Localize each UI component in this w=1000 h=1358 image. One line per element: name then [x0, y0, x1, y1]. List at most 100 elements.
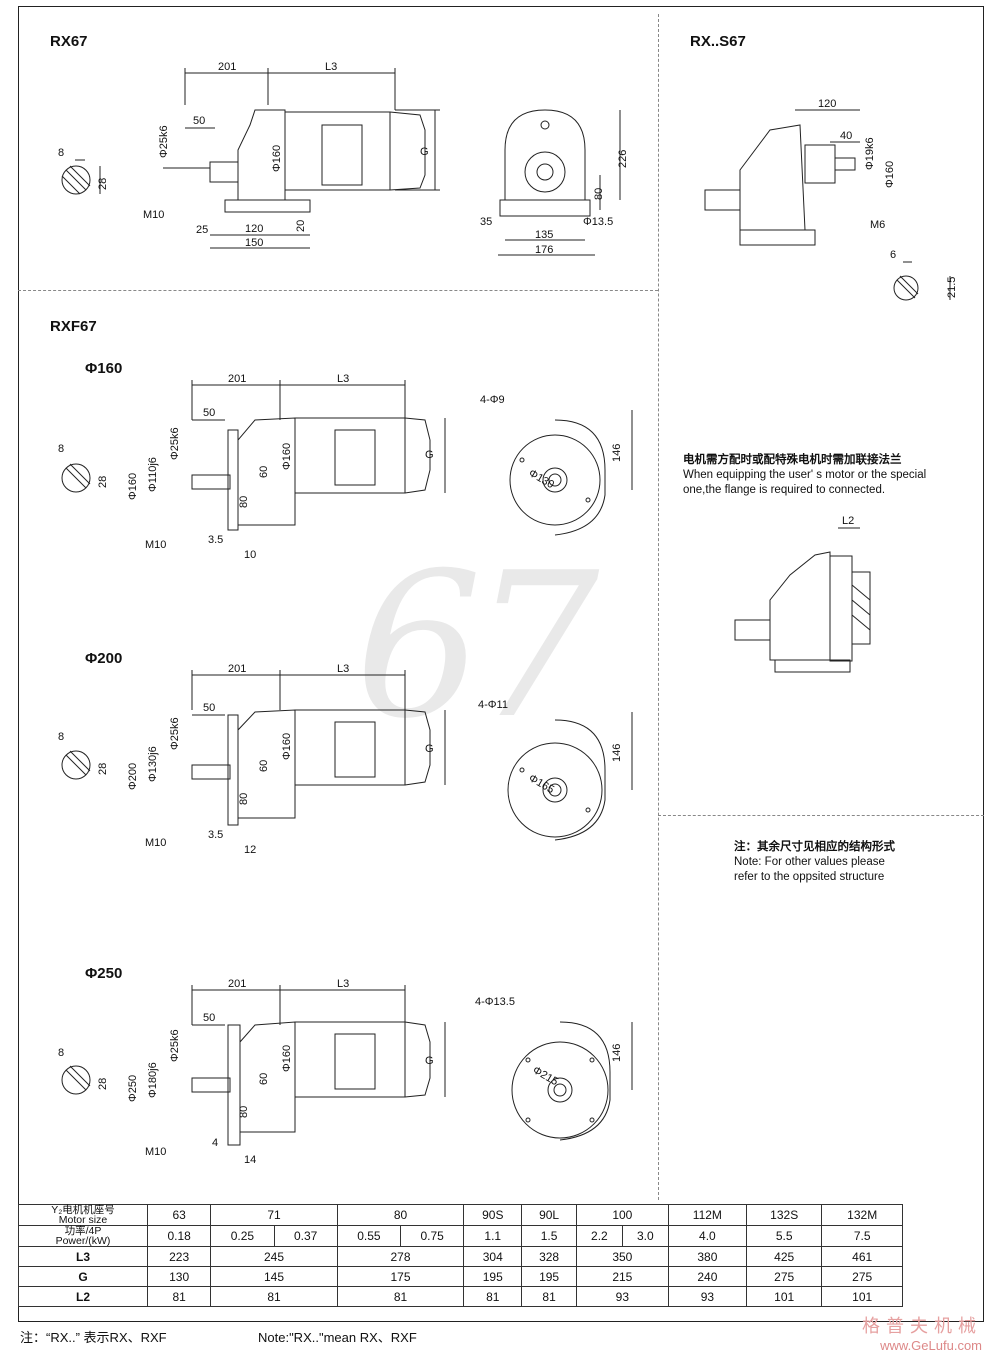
- table-cell: 195: [521, 1266, 577, 1287]
- table-cell: 81: [210, 1286, 338, 1307]
- f200-dim-G: G: [425, 743, 434, 755]
- f160-holes: 4-Φ9: [480, 394, 505, 406]
- table-cell: 81: [463, 1286, 523, 1307]
- f250-dim-G: G: [425, 1055, 434, 1067]
- table-row-L2: L2 81 81 81 81 81 93 93 101 101: [18, 1286, 903, 1307]
- f200-dim-201: 201: [228, 663, 246, 675]
- f160-shaft-8: 8: [58, 443, 64, 455]
- table-cell: 112M: [667, 1204, 748, 1226]
- f200-shaft-8: 8: [58, 731, 64, 743]
- f250-side-view: 201 L3 50 Φ25k6 Φ180j6 Φ250 Φ160 60 80 G…: [127, 978, 446, 1166]
- rx67-shaft-8: 8: [58, 147, 64, 159]
- f250-dim-phi250: Φ250: [127, 1075, 139, 1102]
- rx67-front-226: 226: [617, 150, 629, 168]
- motor-header-en: Motor size: [58, 1214, 108, 1226]
- other-note-en2: refer to the oppsited structure: [734, 871, 885, 883]
- flange-note-cn: 电机需方配时或配特殊电机时需加联接法兰: [683, 454, 902, 466]
- rxs67-shaft-6: 6: [890, 249, 896, 261]
- rx67-dim-160: Φ160: [271, 145, 283, 172]
- rx67-shaft-section: 8 28: [58, 147, 109, 195]
- f250-pcd: Φ215: [531, 1064, 561, 1088]
- table-cell: 130: [146, 1266, 212, 1287]
- f160-pcd: Φ130: [527, 467, 557, 491]
- f250-dim-14: 14: [244, 1154, 256, 1166]
- subsection-phi160: Φ160: [85, 360, 123, 377]
- divider-horizontal-right: [658, 815, 984, 816]
- f200-dim-50: 50: [203, 702, 215, 714]
- f250-dim-80: 80: [238, 1106, 250, 1118]
- table-cell: 0.18: [146, 1225, 212, 1247]
- table-cell: 195: [463, 1266, 523, 1287]
- table-cell: 90S: [463, 1204, 523, 1226]
- f250-dim-4: 4: [212, 1137, 218, 1149]
- table-cell: 145: [210, 1266, 338, 1287]
- rxs67-shaft-21: 21.5: [946, 277, 958, 298]
- flange-note: 电机需方配时或配特殊电机时需加联接法兰 When equipping the u…: [683, 453, 926, 498]
- rx67-dim-20: 20: [295, 220, 307, 232]
- table-cell: 275: [821, 1266, 903, 1287]
- divider-vertical: [658, 14, 659, 1200]
- flange-note-en2: one,the flange is required to connected.: [683, 484, 886, 496]
- rxs67-dim-120: 120: [818, 98, 836, 110]
- table-cell: 2.2: [575, 1225, 623, 1247]
- rx67-dim-50: 50: [193, 115, 205, 127]
- f160-dim-phi160b: Φ160: [281, 443, 293, 470]
- table-cell: 425: [745, 1246, 823, 1267]
- f160-side-view: 201 L3 50 Φ25k6 Φ110j6 Φ160 Φ160 60 80 G…: [127, 373, 446, 561]
- table-cell: 7.5: [821, 1225, 903, 1247]
- f160-dim-60: 60: [258, 466, 270, 478]
- table-cell: 0.75: [399, 1225, 465, 1247]
- rx67-dim-k6: Φ25k6: [158, 125, 170, 158]
- table-cell: 90L: [521, 1204, 577, 1226]
- f200-dim-80: 80: [238, 793, 250, 805]
- other-note-en1: Note: For other values please: [734, 856, 885, 868]
- table-cell: 1.1: [463, 1225, 523, 1247]
- f200-dim-phi200: Φ200: [127, 763, 139, 790]
- special-flange-view: L2: [734, 515, 871, 673]
- table-cell: 0.25: [210, 1225, 275, 1247]
- f160-dim-L3: L3: [337, 373, 349, 385]
- f160-dim-80: 80: [238, 496, 250, 508]
- footer-note-cn: 注：“RX..” 表示RX、RXF: [20, 1330, 167, 1345]
- table-cell: 63: [146, 1204, 212, 1226]
- f200-dim-L3: L3: [337, 663, 349, 675]
- f250-dim-L3: L3: [337, 978, 349, 990]
- table-cell: 175: [336, 1266, 465, 1287]
- f250-dim-phi160: Φ160: [281, 1045, 293, 1072]
- rxs67-dim-40: 40: [840, 130, 852, 142]
- f250-shaft-8: 8: [58, 1047, 64, 1059]
- f160-dim-phi160a: Φ160: [127, 473, 139, 500]
- rx67-dim-G: G: [420, 146, 429, 158]
- table-cell: 328: [521, 1246, 577, 1267]
- table-cell: 0.37: [273, 1225, 338, 1247]
- f250-dim-50: 50: [203, 1012, 215, 1024]
- table-cell: 101: [745, 1286, 823, 1307]
- table-cell: 132S: [745, 1204, 823, 1226]
- f250-dim-60: 60: [258, 1073, 270, 1085]
- f160-dim-10: 10: [244, 549, 256, 561]
- f200-pcd: Φ165: [527, 772, 557, 796]
- f250-dim-k6: Φ25k6: [169, 1029, 181, 1062]
- f200-dim-12: 12: [244, 844, 256, 856]
- f200-dim-j6: Φ130j6: [147, 746, 159, 782]
- f250-146: 146: [611, 1044, 623, 1062]
- f200-holes: 4-Φ11: [478, 699, 508, 711]
- rx67-dim-25: 25: [196, 224, 208, 236]
- f200-flange-view: 4-Φ11 Φ165 146: [478, 699, 633, 841]
- f200-dim-35: 3.5: [208, 829, 223, 841]
- table-header-L2: L2: [18, 1286, 148, 1307]
- table-cell: 100: [575, 1204, 669, 1226]
- rx67-front-hole: Φ13.5: [583, 216, 613, 228]
- divider-horizontal-left: [18, 290, 658, 291]
- table-cell: 93: [575, 1286, 669, 1307]
- f160-shaft-28: 28: [97, 476, 109, 488]
- section-title-rxs67: RX..S67: [690, 33, 746, 50]
- rxs67-dim-k6: Φ19k6: [864, 137, 876, 170]
- f160-dim-201: 201: [228, 373, 246, 385]
- other-note-cn: 注：其余尺寸见相应的结构形式: [734, 841, 895, 853]
